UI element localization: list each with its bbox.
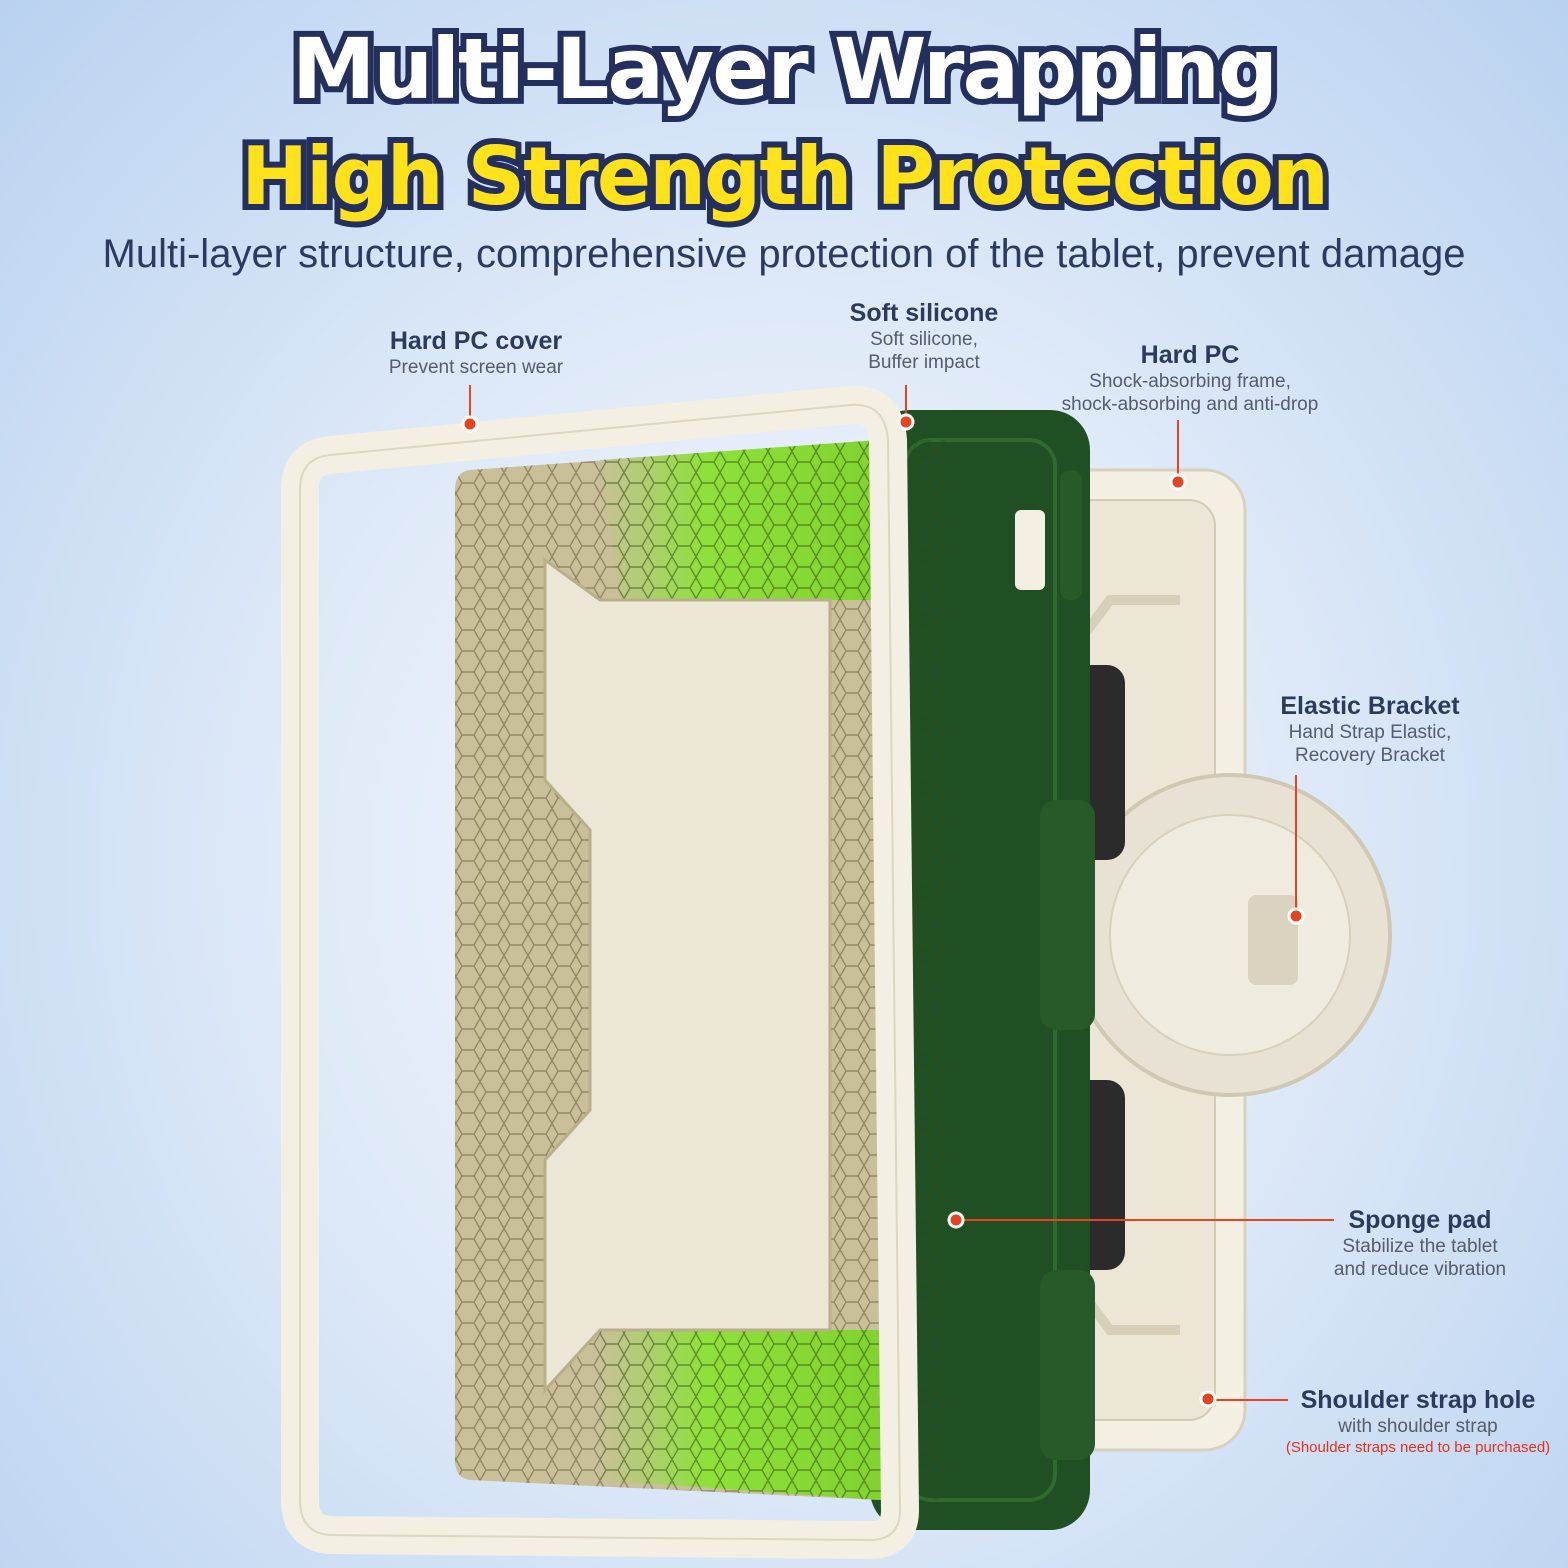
callout-hard-pc-text-2: shock-absorbing and anti-drop [1061,394,1319,415]
callout-elastic-bracket-text-1: Hand Strap Elastic, [1288,722,1452,743]
callout-hard-pc: Hard PC Shock-absorbing frame, shock-abs… [1030,340,1350,416]
callout-sponge-pad: Sponge pad Stabilize the tablet and redu… [1310,1205,1530,1281]
callout-hard-pc-cover-heading: Hard PC cover [389,327,563,355]
callout-hard-pc-heading: Hard PC [1140,341,1240,369]
callout-soft-silicone-text-2: Buffer impact [868,352,980,373]
leader-lines [461,385,1334,1408]
callout-shoulder-strap-hole: Shoulder strap hole with shoulder strap … [1272,1385,1564,1458]
honeycomb-silicone-layer [455,440,900,1500]
callout-hard-pc-cover: Hard PC cover Prevent screen wear [360,326,592,379]
callout-sponge-pad-heading: Sponge pad [1348,1206,1492,1234]
headline-title: Multi-Layer Wrapping [286,14,1284,124]
callout-hard-pc-cover-text: Prevent screen wear [388,357,564,378]
description-text: Multi-layer structure, comprehensive pro… [102,232,1466,276]
callout-shoulder-strap-note: (Shoulder straps need to be purchased) [1285,1439,1551,1456]
hard-pc-front-cover [281,385,920,1560]
callout-elastic-bracket-text-2: Recovery Bracket [1295,745,1445,766]
callout-shoulder-strap-text: with shoulder strap [1338,1416,1498,1437]
callout-soft-silicone-heading: Soft silicone [849,299,999,327]
callout-soft-silicone: Soft silicone Soft silicone, Buffer impa… [820,298,1028,374]
callout-soft-silicone-text-1: Soft silicone, [870,329,978,350]
callout-elastic-bracket-heading: Elastic Bracket [1280,692,1460,720]
callout-shoulder-strap-heading: Shoulder strap hole [1300,1386,1536,1414]
headline-subtitle: High Strength Protection [235,124,1335,229]
callout-sponge-pad-text-1: Stabilize the tablet [1342,1236,1498,1257]
callout-elastic-bracket: Elastic Bracket Hand Strap Elastic, Reco… [1250,691,1490,767]
callout-hard-pc-text-1: Shock-absorbing frame, [1089,371,1291,392]
callout-sponge-pad-text-2: and reduce vibration [1333,1259,1507,1280]
